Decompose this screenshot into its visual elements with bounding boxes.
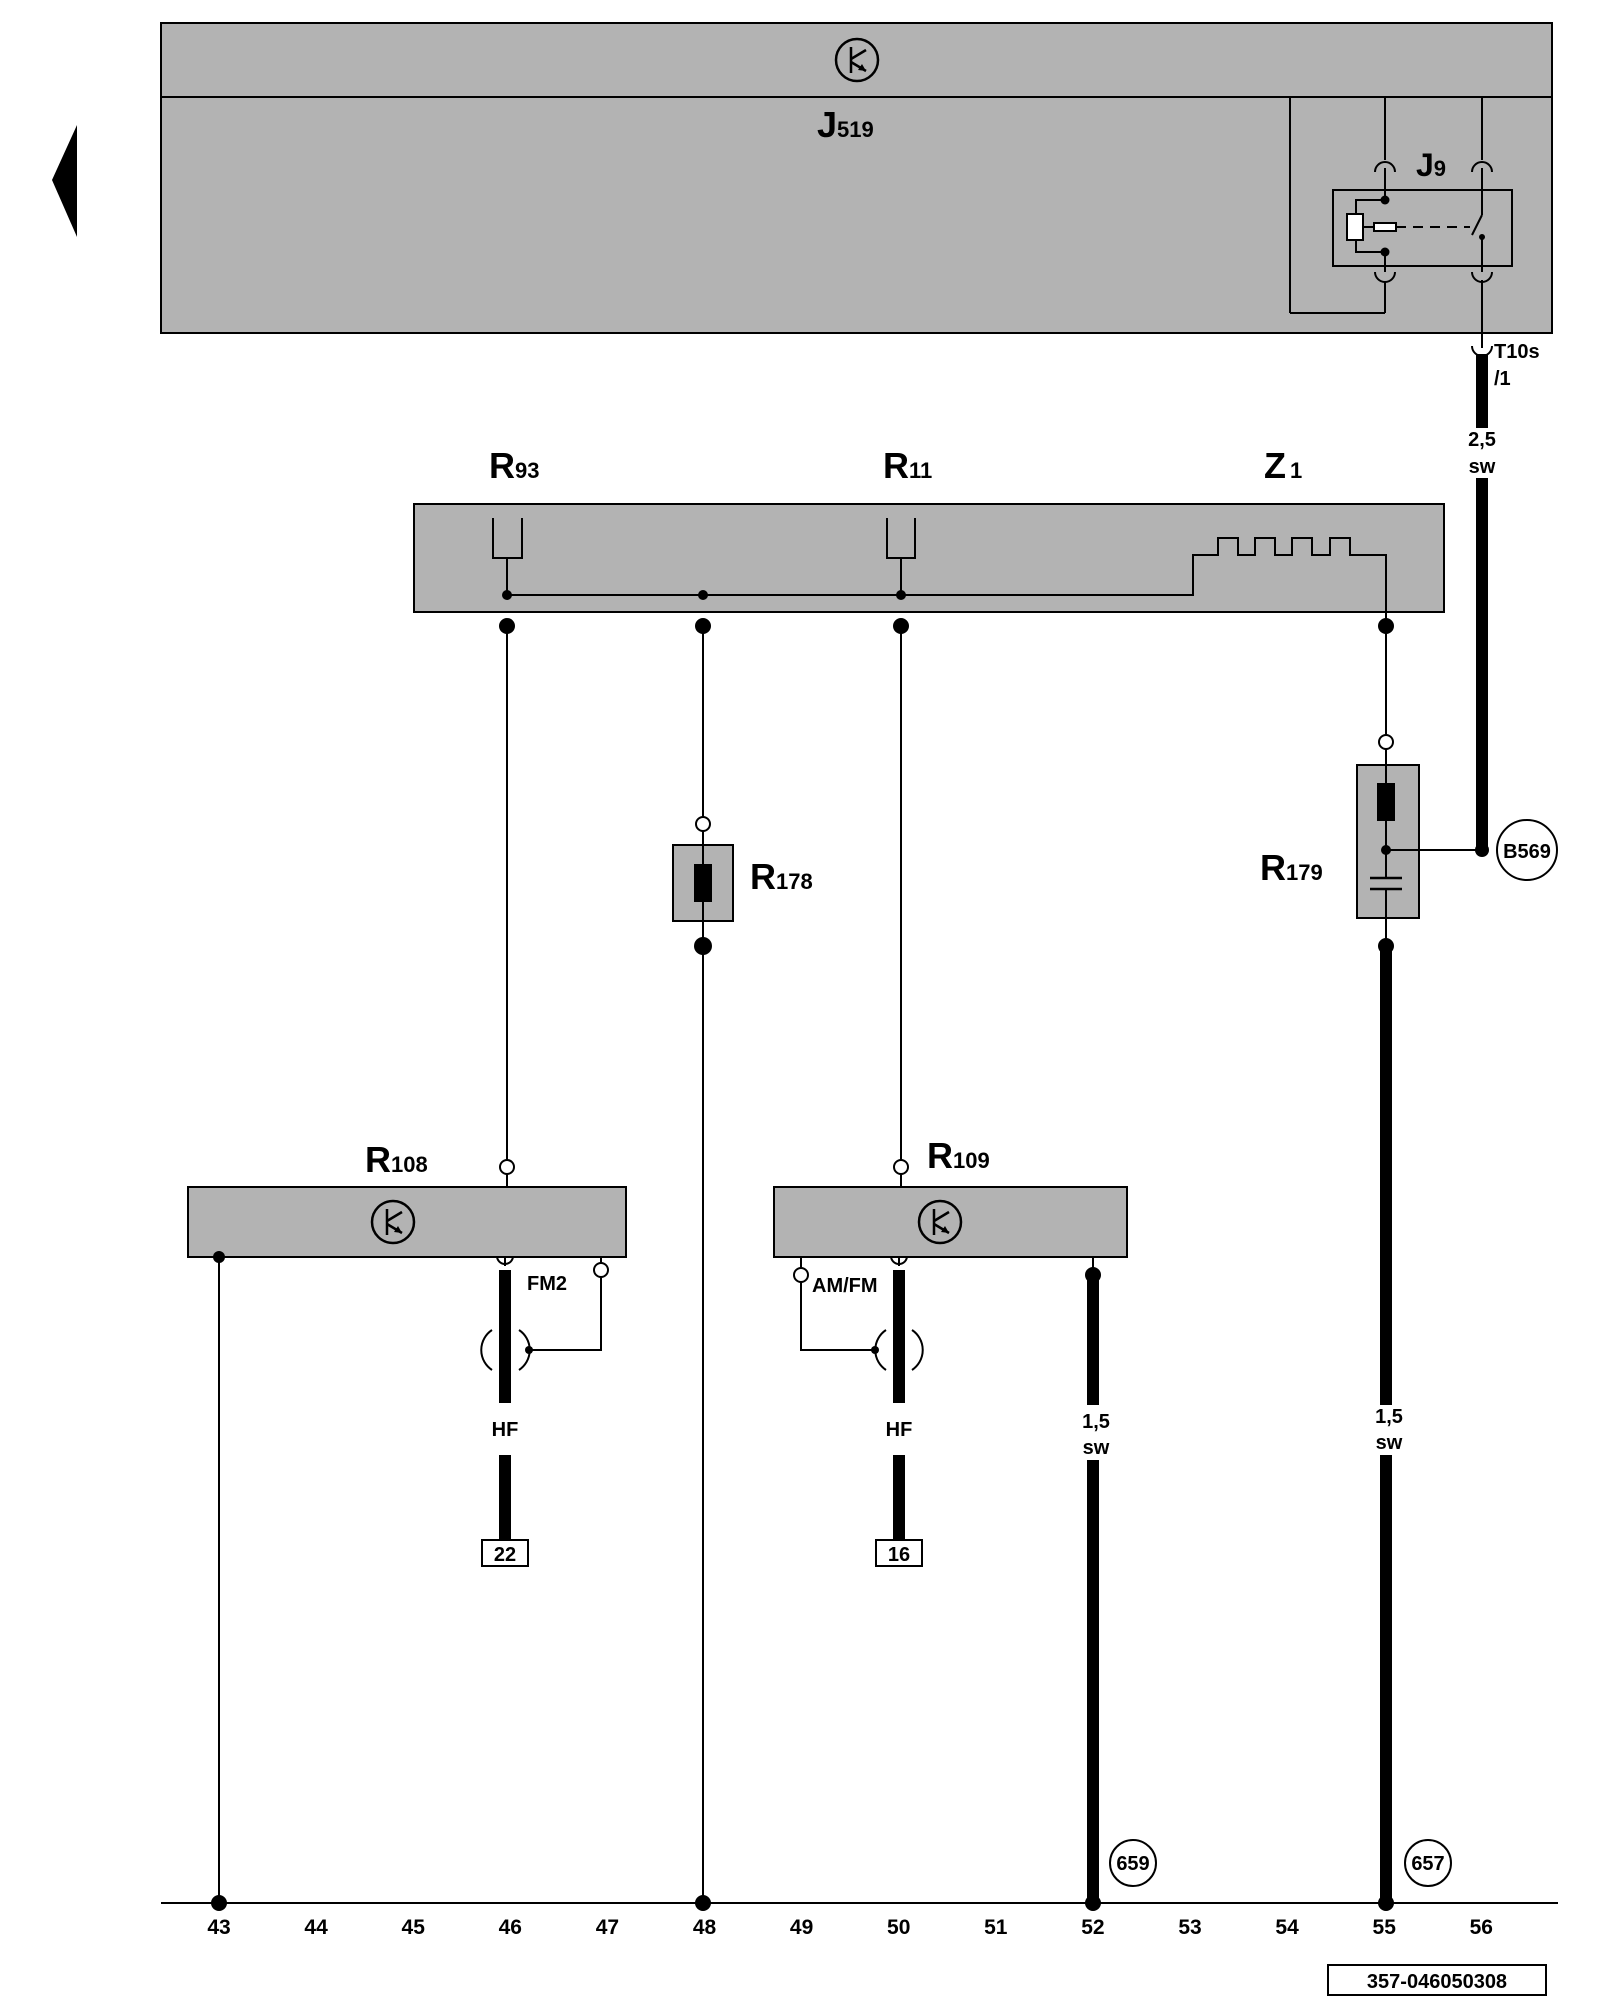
component-r179: R179 bbox=[1260, 626, 1482, 954]
track-numbers: 43 44 45 46 47 48 49 50 51 52 53 54 55 56 bbox=[207, 1916, 1493, 1939]
reference-22-label: 22 bbox=[494, 1544, 516, 1566]
signal-amfm-label: AM/FM bbox=[812, 1275, 878, 1297]
electronic-component-icon bbox=[917, 1199, 963, 1245]
r178-label: R178 bbox=[750, 856, 813, 897]
track-number: 49 bbox=[790, 1916, 813, 1939]
r109-label: R109 bbox=[927, 1135, 990, 1176]
control-unit-j519: J519 bbox=[160, 22, 1553, 334]
connector-657-label: 657 bbox=[1411, 1853, 1444, 1875]
diagram-code-label: 357-046050308 bbox=[1367, 1971, 1507, 1993]
connector-659-label: 659 bbox=[1116, 1853, 1149, 1875]
wire-size-label: 1,5 bbox=[1082, 1411, 1110, 1433]
wire-color-label: sw bbox=[1083, 1437, 1110, 1459]
track-number: 54 bbox=[1275, 1916, 1299, 1939]
signal-fm2-label: FM2 bbox=[527, 1273, 567, 1295]
track-number: 44 bbox=[304, 1916, 328, 1939]
track-number: 48 bbox=[693, 1916, 717, 1939]
track-number: 47 bbox=[596, 1916, 619, 1939]
hf-label: HF bbox=[492, 1419, 519, 1441]
back-arrow-icon[interactable] bbox=[52, 125, 77, 237]
wire-r179-657: 1,5 sw 657 bbox=[1375, 946, 1452, 1911]
wire-size-label: 1,5 bbox=[1375, 1406, 1403, 1428]
electronic-component-icon bbox=[834, 37, 880, 83]
wire-t10s-b569: T10s /1 2,5 sw B569 bbox=[1468, 333, 1558, 881]
track-number: 50 bbox=[887, 1916, 910, 1939]
track-number: 53 bbox=[1178, 1916, 1201, 1939]
connector-pin-label: /1 bbox=[1494, 368, 1511, 390]
reference-16-label: 16 bbox=[888, 1544, 910, 1566]
wire-color-label: sw bbox=[1469, 456, 1496, 478]
component-r109: R109 AM/FM HF 16 1,5 sw 659 bbox=[773, 1135, 1157, 1911]
j9-label: J9 bbox=[1416, 147, 1446, 183]
track-number: 56 bbox=[1470, 1916, 1493, 1939]
j519-label: J519 bbox=[817, 104, 874, 145]
r179-label: R179 bbox=[1260, 847, 1323, 888]
relay-j9: J9 bbox=[1289, 97, 1513, 333]
track-number: 55 bbox=[1373, 1916, 1397, 1939]
diagram-code-box bbox=[1327, 1964, 1547, 1996]
electronic-component-icon bbox=[370, 1199, 416, 1245]
track-number: 52 bbox=[1081, 1916, 1104, 1939]
component-r178: R178 bbox=[672, 626, 813, 1911]
track-number: 46 bbox=[499, 1916, 522, 1939]
r108-label: R108 bbox=[365, 1139, 428, 1180]
wire-color-label: sw bbox=[1376, 1432, 1403, 1454]
component-r108: R108 FM2 HF 22 bbox=[187, 1139, 627, 1911]
wire-size-label: 2,5 bbox=[1468, 429, 1496, 451]
track-number: 45 bbox=[402, 1916, 426, 1939]
track-number: 43 bbox=[207, 1916, 230, 1939]
connector-t10s-label: T10s bbox=[1494, 341, 1540, 363]
r93-label: R93 bbox=[489, 445, 539, 486]
track-number: 51 bbox=[984, 1916, 1008, 1939]
hf-label: HF bbox=[886, 1419, 913, 1441]
r11-label: R11 bbox=[883, 445, 932, 486]
connector-b569-label: B569 bbox=[1503, 841, 1551, 863]
